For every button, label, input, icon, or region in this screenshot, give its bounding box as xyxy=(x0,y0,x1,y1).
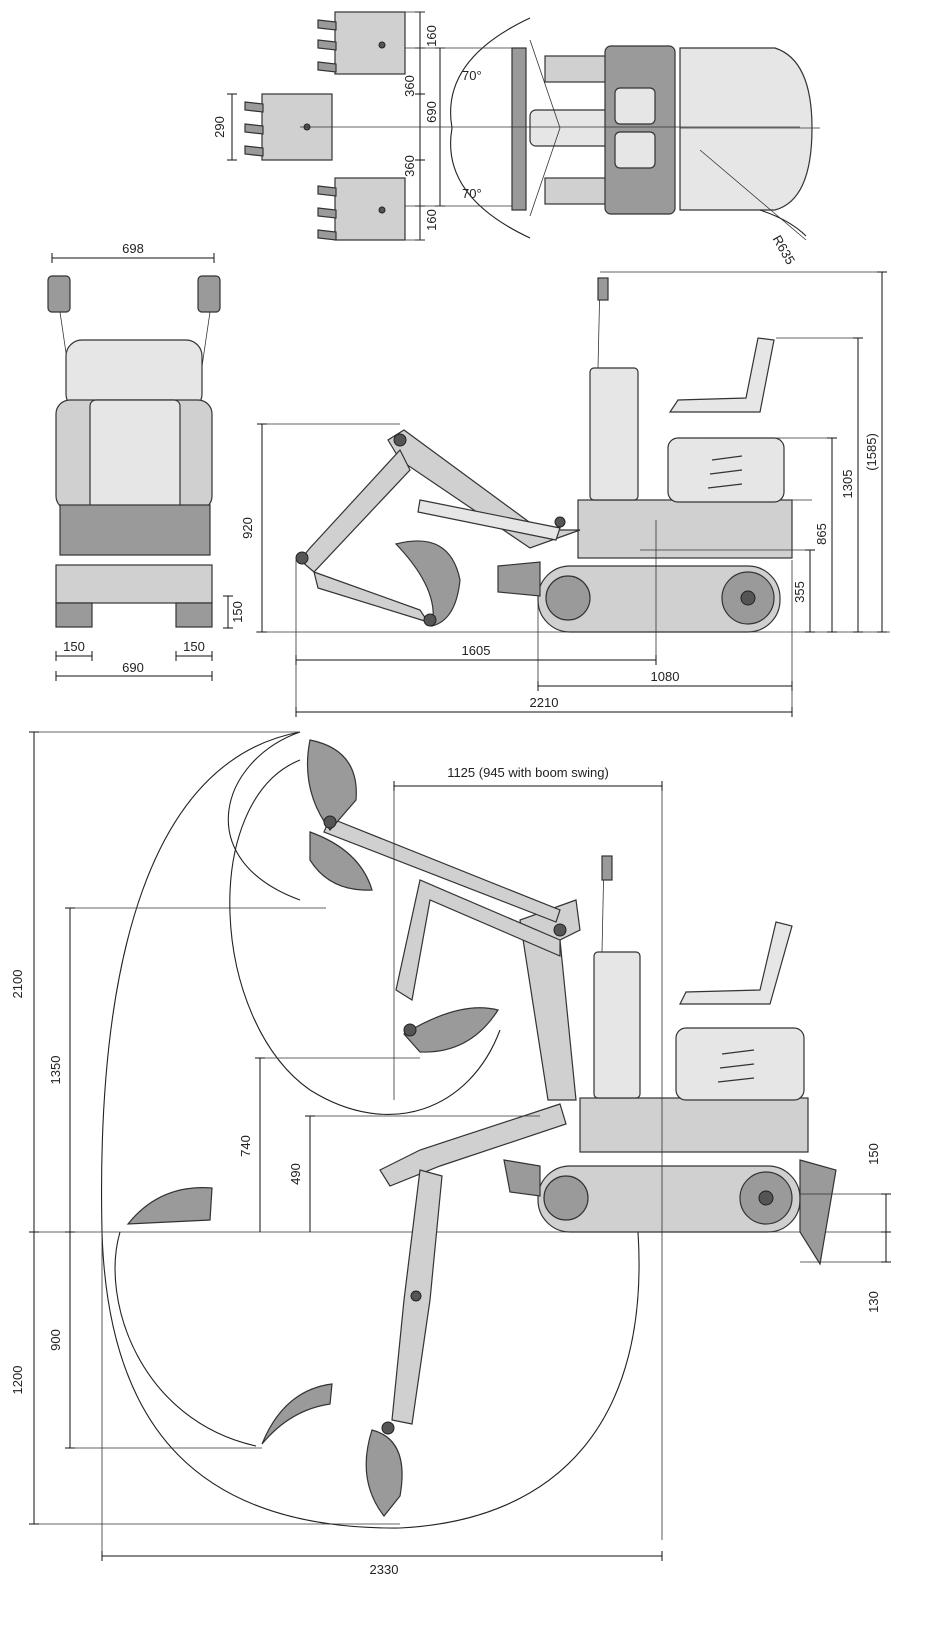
dim-range-2100: 2100 xyxy=(10,970,25,999)
front-undercarriage xyxy=(59,504,211,556)
front-blade xyxy=(55,564,213,604)
bucket-top-position xyxy=(306,739,357,831)
side-bucket-curled xyxy=(394,540,461,627)
dim-range-1125: 1125 (945 with boom swing) xyxy=(447,765,609,780)
range-arm-raised xyxy=(395,879,561,1001)
top-view xyxy=(227,11,820,241)
side-upper-frame xyxy=(577,499,793,559)
side-view xyxy=(256,271,890,717)
dim-range-1200: 1200 xyxy=(10,1366,25,1395)
side-arm-lower xyxy=(313,571,430,624)
dim-side-1305: 1305 xyxy=(840,470,855,499)
dim-top-360-upper: 360 xyxy=(402,75,417,97)
mirror-left xyxy=(47,275,71,313)
reach-envelope-inner-3 xyxy=(114,1231,257,1447)
blade-top xyxy=(511,47,527,211)
dim-side-1605: 1605 xyxy=(462,643,491,658)
swing-arc-top xyxy=(450,17,531,239)
reach-envelope-outer xyxy=(101,731,640,1529)
side-blade xyxy=(497,561,541,597)
bucket-top-lower xyxy=(317,177,406,241)
dim-top-360-lower: 360 xyxy=(402,155,417,177)
bucket-ground-left xyxy=(126,1187,213,1225)
dim-range-130: 130 xyxy=(866,1291,881,1313)
dim-range-740: 740 xyxy=(238,1135,253,1157)
front-track-right xyxy=(175,602,213,628)
dim-top-690: 690 xyxy=(424,101,439,123)
range-blade-front xyxy=(503,1159,541,1197)
range-control-tower xyxy=(593,951,641,1099)
dim-range-1350: 1350 xyxy=(48,1056,63,1085)
working-range-view xyxy=(29,731,891,1561)
dim-range-150: 150 xyxy=(866,1143,881,1165)
dim-front-150-right: 150 xyxy=(183,639,205,654)
dim-top-160-upper: 160 xyxy=(424,25,439,47)
front-engine xyxy=(89,399,181,511)
dim-front-698: 698 xyxy=(122,241,144,256)
operator-cage-top xyxy=(604,45,676,215)
boom-top xyxy=(529,109,611,147)
dim-side-1585: (1585) xyxy=(864,433,879,471)
dim-angle-lower: 70° xyxy=(462,186,482,201)
side-engine-cover xyxy=(667,437,785,503)
front-track-left xyxy=(55,602,93,628)
side-seat xyxy=(668,337,775,413)
side-arm xyxy=(299,448,411,573)
side-cylinder xyxy=(417,499,561,541)
bucket-top-upper xyxy=(317,11,406,75)
range-upper-frame xyxy=(579,1097,809,1153)
dim-range-2330: 2330 xyxy=(370,1562,399,1577)
dim-top-290: 290 xyxy=(212,116,227,138)
dim-side-355: 355 xyxy=(792,581,807,603)
reach-envelope-inner-1 xyxy=(227,731,301,901)
dim-tail-radius: R635 xyxy=(770,233,799,267)
bucket-low-left xyxy=(261,1383,333,1445)
reach-envelope-inner-2 xyxy=(229,759,501,1115)
dim-top-160-lower: 160 xyxy=(424,209,439,231)
range-seat xyxy=(679,921,793,1005)
range-boom-lowered xyxy=(379,1103,567,1187)
dim-range-490: 490 xyxy=(288,1163,303,1185)
dim-angle-upper: 70° xyxy=(462,68,482,83)
bucket-mid-position xyxy=(309,831,373,891)
controls-top-lower xyxy=(614,131,656,169)
dim-front-150-left: 150 xyxy=(63,639,85,654)
dim-side-1080: 1080 xyxy=(651,669,680,684)
dim-side-2210: 2210 xyxy=(530,695,559,710)
engine-cover-top xyxy=(679,47,813,211)
controls-top-upper xyxy=(614,87,656,125)
bucket-curl-position xyxy=(403,1007,499,1053)
side-control-tower xyxy=(589,367,639,501)
mirror-right xyxy=(197,275,221,313)
dim-front-150-height: 150 xyxy=(230,601,245,623)
range-blade-rear xyxy=(799,1159,837,1266)
bucket-deep-position xyxy=(365,1429,403,1517)
dim-side-865: 865 xyxy=(814,523,829,545)
dim-range-900: 900 xyxy=(48,1329,63,1351)
range-engine-cover xyxy=(675,1027,805,1101)
dim-front-690: 690 xyxy=(122,660,144,675)
front-view xyxy=(47,253,233,681)
dim-side-920: 920 xyxy=(240,517,255,539)
